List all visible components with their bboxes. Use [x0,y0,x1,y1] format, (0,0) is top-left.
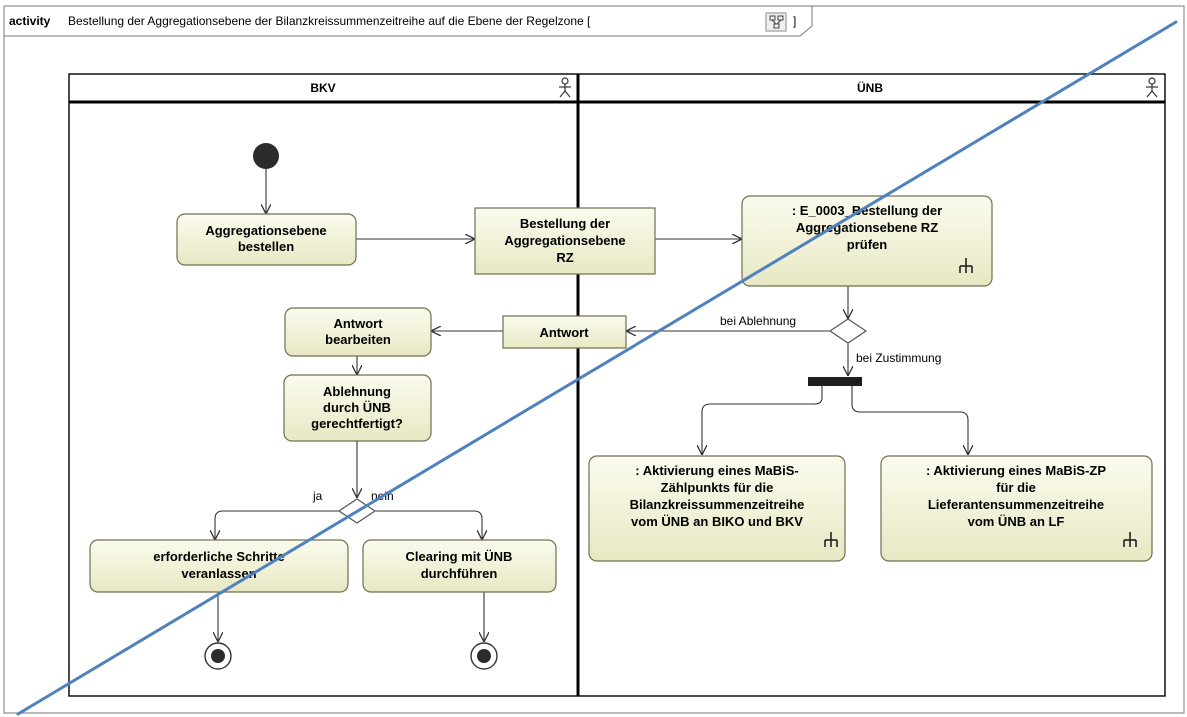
initial-node [253,143,279,169]
action-ablehnung-gerechtfertigt[interactable]: Ablehnung durch ÜNB gerechtfertigt? [283,374,432,442]
object-label: Aggregationsebene [504,233,625,248]
action-aktivierung-zp-lf[interactable]: : Aktivierung eines MaBiS-ZP für die Lie… [880,455,1153,562]
action-aggregationsebene-bestellen[interactable]: Aggregationsebene bestellen [176,213,357,266]
action-label: erforderliche Schritte [153,549,285,564]
final-node [204,642,232,670]
action-label: Ablehnung [323,384,391,399]
action-label: für die [996,480,1036,495]
guard-ja: ja [312,489,323,503]
diagram-title: Bestellung der Aggregationsebene der Bil… [68,14,591,28]
action-clearing[interactable]: Clearing mit ÜNB durchführen [362,539,557,593]
diagram-frame: activity Bestellung der Aggregationseben… [3,5,1185,714]
action-label: Lieferantensummenzeitreihe [928,497,1104,512]
action-label: vom ÜNB an LF [968,514,1065,529]
action-label: : Aktivierung eines MaBiS- [635,463,799,478]
final-node [470,642,498,670]
diagram-title-suffix: ] [793,14,796,28]
call-behavior-icon [959,258,973,273]
action-label: veranlassen [181,566,256,581]
action-label: : Aktivierung eines MaBiS-ZP [926,463,1106,478]
action-label: durchführen [421,566,498,581]
action-antwort-bearbeiten[interactable]: Antwort bearbeiten [284,307,432,357]
call-behavior-icon [1123,532,1137,547]
action-label: durch ÜNB [323,400,391,415]
diagram-keyword: activity [9,14,51,28]
action-label: Aggregationsebene RZ [796,220,938,235]
guard-bei-zustimmung: bei Zustimmung [856,351,941,365]
action-label: Antwort [333,316,383,331]
object-label: Bestellung der [520,216,610,231]
action-label: Bilanzkreissummenzeitreihe [630,497,805,512]
action-aktivierung-zp-biko[interactable]: : Aktivierung eines MaBiS- Zählpunkts fü… [588,455,846,562]
flow-nein [369,510,482,540]
actor-icon [1146,77,1158,98]
fork-bar [808,377,862,386]
actor-icon [559,77,571,98]
object-antwort[interactable]: Antwort [502,315,627,349]
flow-fork-left [702,386,823,455]
strike-through-line [16,20,1178,716]
object-label: Antwort [539,325,589,340]
decision-node-unb: bei Ablehnung bei Zustimmung [720,314,941,365]
call-behavior-icon [824,532,838,547]
control-flows [215,169,968,642]
decision-node-bkv: ja nein [312,489,394,524]
flow-fork-right [851,386,968,455]
action-e0003-pruefen[interactable]: : E_0003_Bestellung der Aggregationseben… [741,195,993,287]
object-label: RZ [556,250,573,265]
swimlanes: BKV ÜNB [68,73,1166,697]
guard-bei-ablehnung: bei Ablehnung [720,314,796,328]
action-label: prüfen [847,237,888,252]
action-label: vom ÜNB an BIKO und BKV [631,514,803,529]
action-label: bestellen [238,239,294,254]
action-erforderliche-schritte[interactable]: erforderliche Schritte veranlassen [89,539,349,593]
diagram-icon[interactable] [765,12,787,32]
lane-header-unb: ÜNB [857,80,883,95]
action-label: Clearing mit ÜNB [406,549,513,564]
object-bestellung[interactable]: Bestellung der Aggregationsebene RZ [474,207,656,275]
action-label: Aggregationsebene [205,223,326,238]
action-label: : E_0003_Bestellung der [792,203,942,218]
flow-ja [215,510,345,540]
action-label: bearbeiten [325,332,391,347]
action-label: Zählpunkts für die [661,480,774,495]
action-label: gerechtfertigt? [311,416,403,431]
lane-header-bkv: BKV [310,81,335,95]
